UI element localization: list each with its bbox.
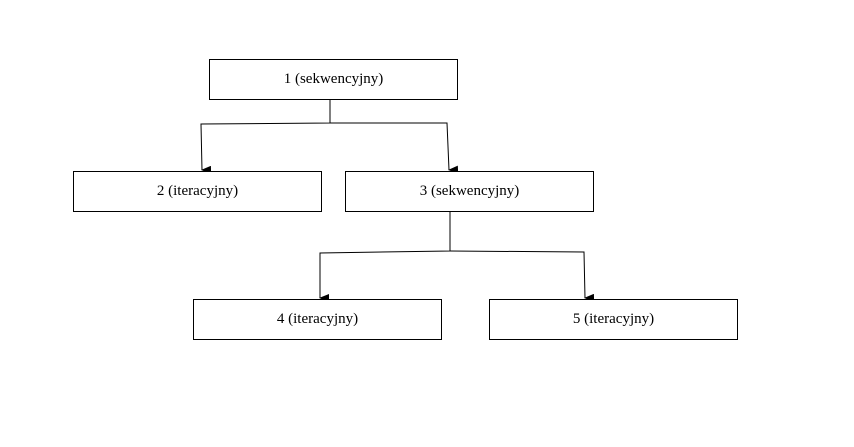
edge-3-5 xyxy=(449,250,595,302)
edge-3-4 xyxy=(319,212,451,302)
node-3-label: 3 (sekwencyjny) xyxy=(419,183,520,199)
node-4-label: 4 (iteracyjny) xyxy=(276,311,359,327)
node-3-box: 3 (sekwencyjny) xyxy=(345,171,594,212)
node-5-box: 5 (iteracyjny) xyxy=(489,299,738,340)
node-1-label: 1 (sekwencyjny) xyxy=(283,71,384,87)
node-5-label: 5 (iteracyjny) xyxy=(572,311,655,327)
node-4-box: 4 (iteracyjny) xyxy=(193,299,442,340)
node-2-box: 2 (iteracyjny) xyxy=(73,171,322,212)
edge-1-3 xyxy=(330,122,459,174)
node-2-label: 2 (iteracyjny) xyxy=(156,183,239,199)
edge-1-2 xyxy=(200,100,331,174)
node-1-box: 1 (sekwencyjny) xyxy=(209,59,458,100)
